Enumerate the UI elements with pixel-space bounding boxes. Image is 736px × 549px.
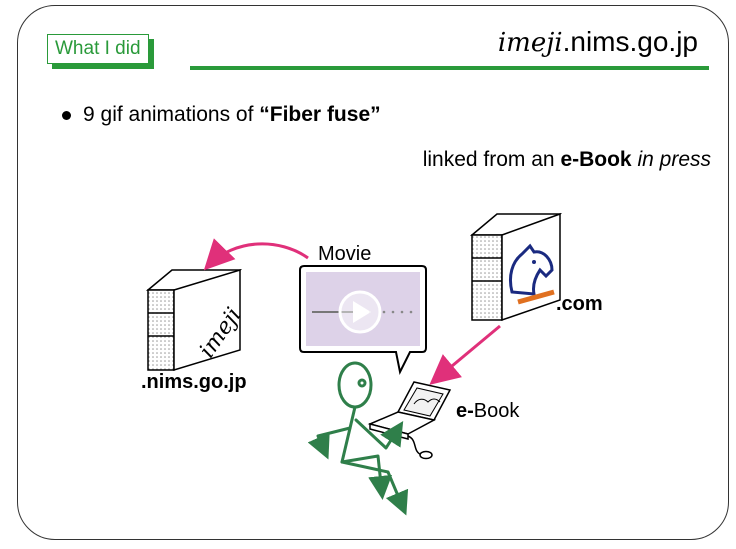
bullet-emphasis: Fiber fuse: [269, 103, 371, 126]
server-left-label: .nims.go.jp: [141, 371, 247, 393]
bullet-quote-close: ”: [370, 103, 381, 126]
user-figure: [307, 361, 409, 516]
bullet-dot: [62, 110, 71, 120]
subline-pre: linked from an: [422, 148, 561, 171]
ebook-label-rest: Book: [473, 400, 520, 422]
movie-label: Movie: [318, 243, 372, 265]
imeji-logo: imeji: [497, 28, 563, 58]
arrow-to-imeji: [203, 238, 309, 271]
slide-frame: [17, 5, 729, 540]
server-left-icon: [145, 268, 243, 372]
play-icon[interactable]: [338, 290, 382, 334]
laptop-icon: [367, 381, 452, 460]
bullet-text: 9 gif animations of: [83, 103, 260, 126]
subline: linked from an e-Book in press: [423, 148, 711, 172]
section-tag: What I did: [47, 34, 149, 64]
ebook-label-bold: e-: [456, 400, 474, 422]
arrow-to-ebook: [429, 324, 501, 385]
brand-domain: .nims.go.jp: [562, 26, 698, 57]
bullet-quote-open: “: [259, 103, 270, 126]
bullet-item: 9 gif animations of “Fiber fuse”: [62, 103, 381, 127]
brand-title: imeji.nims.go.jp: [498, 26, 698, 58]
fiber-dots: [382, 310, 413, 314]
subline-italic: in press: [637, 148, 711, 171]
header-rule: [190, 66, 709, 70]
ebook-label: e-Book: [456, 400, 519, 423]
subline-bold: e-Book: [560, 148, 632, 171]
server-right-label: .com: [556, 293, 603, 315]
knight-logo: [508, 243, 555, 305]
